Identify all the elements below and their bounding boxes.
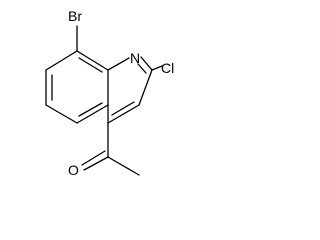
- bond-n1-c2: [140, 56, 153, 71]
- double-bond-n1-c2: [137, 63, 147, 74]
- benzene-ring: [45, 50, 109, 124]
- bond-c2-cl: [151, 65, 163, 71]
- oxygen-label: O: [68, 162, 79, 178]
- double-bond-carbonyl-oxygen: [81, 150, 106, 166]
- substituents: [76, 25, 163, 176]
- bond-c3-c4: [107, 104, 140, 124]
- bond-c2-c3: [138, 69, 153, 106]
- bond-c4a-c5: [76, 104, 109, 124]
- chemical-structure-diagram: Br N Cl O: [45, 8, 174, 178]
- bromine-label: Br: [68, 8, 82, 24]
- nitrogen-label: N: [130, 50, 140, 66]
- bond-carbonyl-methyl: [107, 156, 140, 176]
- double-bond-c3-c4: [111, 101, 135, 116]
- bond-c7-c8: [45, 50, 78, 71]
- double-bond-c4a-c5: [78, 102, 103, 117]
- bond-c8-c8a: [76, 50, 109, 71]
- double-bond-c8-c8a: [78, 57, 103, 73]
- bond-c5-c6: [45, 104, 78, 124]
- chlorine-label: Cl: [161, 60, 174, 76]
- atom-labels: Br N Cl O: [68, 8, 174, 178]
- pyridine-ring: [107, 56, 153, 124]
- bond-c8a-n1: [107, 57, 130, 71]
- bond-carbonyl-oxygen: [83, 156, 109, 171]
